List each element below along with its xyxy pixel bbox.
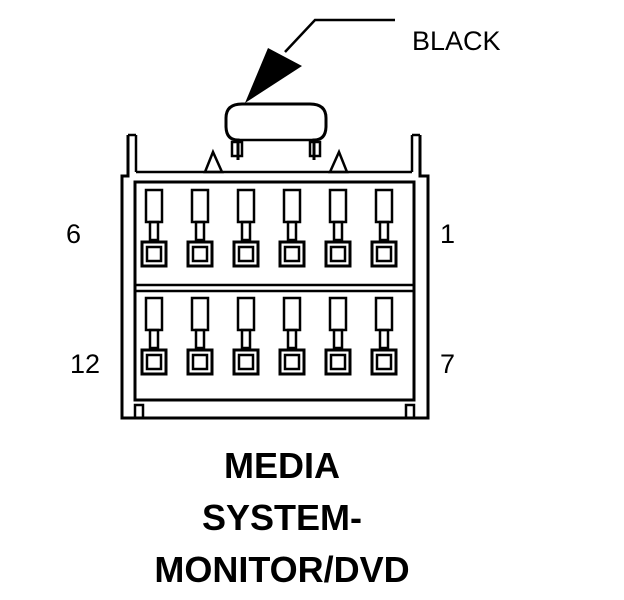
- connector-latch: [203, 102, 349, 174]
- connector-housing: [120, 133, 430, 420]
- terminal-grid: [140, 188, 398, 376]
- pin-label-6: 6: [66, 219, 81, 249]
- terminal-cavity-2: [324, 188, 352, 268]
- pin-label-1: 1: [440, 219, 455, 249]
- terminal-cavity-12: [140, 296, 168, 376]
- pin-label-7: 7: [440, 349, 455, 379]
- terminal-cavity-11: [186, 296, 214, 376]
- connector-title-line-1: MEDIA: [224, 445, 340, 486]
- terminal-cavity-1: [370, 188, 398, 268]
- terminal-cavity-3: [278, 188, 306, 268]
- terminal-cavity-9: [278, 296, 306, 376]
- terminal-cavity-5: [186, 188, 214, 268]
- connector-title-line-3: MONITOR/DVD: [154, 549, 409, 590]
- connector-title-line-2: SYSTEM-: [202, 497, 362, 538]
- leader-arrow: [245, 18, 395, 103]
- terminal-cavity-10: [232, 296, 260, 376]
- pin-label-12: 12: [70, 349, 100, 379]
- terminal-cavity-8: [324, 296, 352, 376]
- terminal-cavity-4: [232, 188, 260, 268]
- terminal-cavity-6: [140, 188, 168, 268]
- wire-color-label: BLACK: [412, 26, 501, 56]
- terminal-cavity-7: [370, 296, 398, 376]
